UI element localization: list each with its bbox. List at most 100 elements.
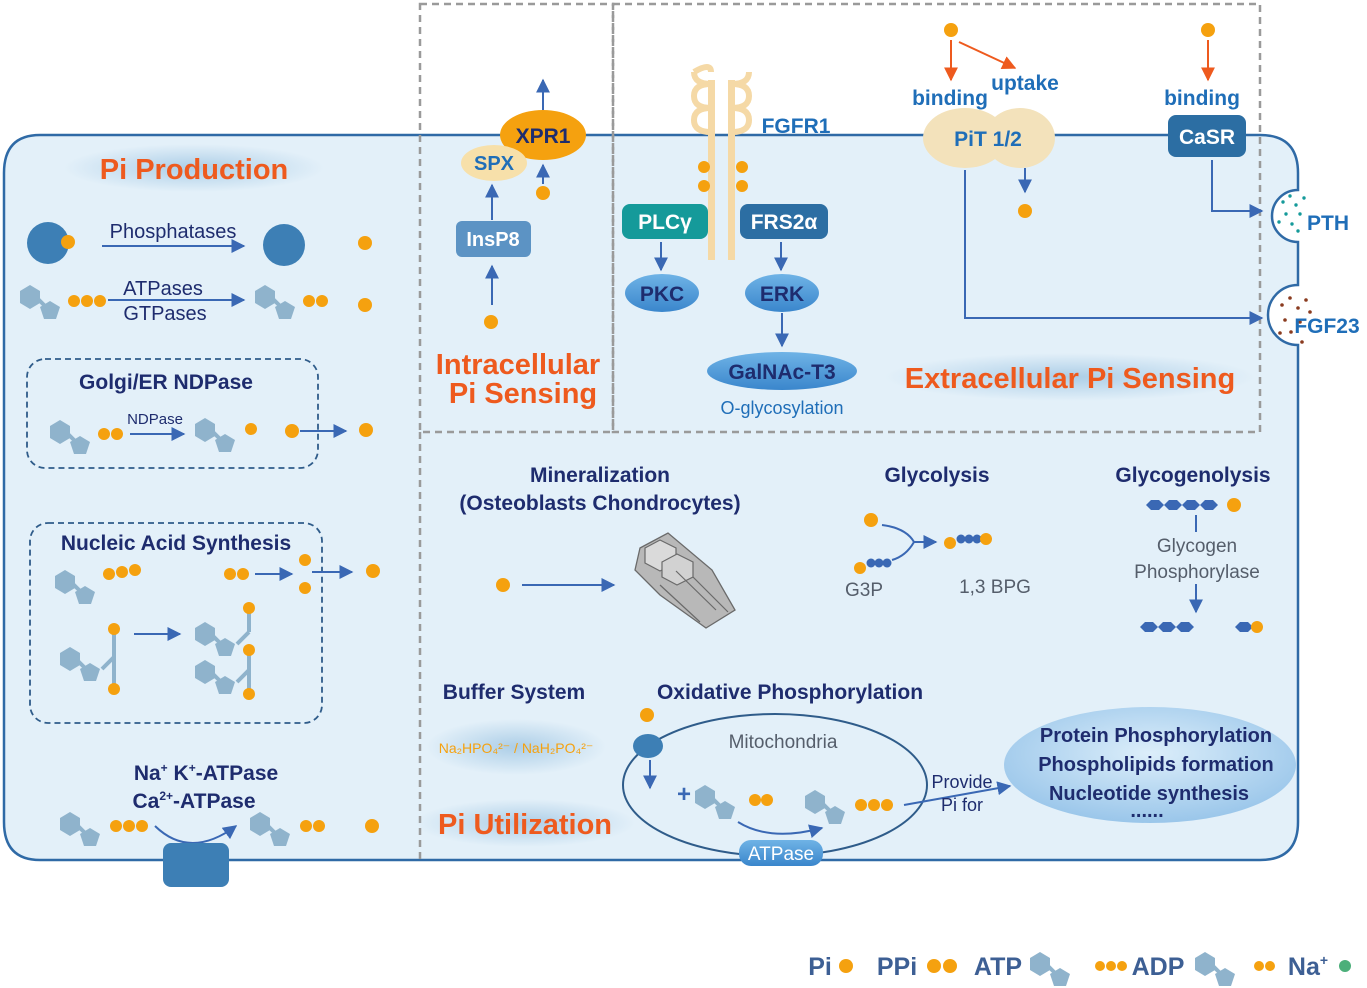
phosphoprotein-icon (27, 222, 69, 264)
atp-icon (18, 283, 106, 321)
legend-pi-icon (839, 959, 853, 973)
pi-icon (864, 513, 878, 527)
intracellular-box (418, 2, 615, 434)
pit-to-fgf23 (964, 170, 1264, 325)
erk-label: ERK (760, 283, 804, 306)
atpase-label-box (739, 840, 823, 866)
membrane-pump (163, 843, 229, 887)
production-title: Pi Production (100, 154, 289, 186)
buffer-glow (426, 719, 606, 775)
pi-icon (365, 819, 379, 833)
nucleic-title: Nucleic Acid Synthesis (61, 532, 291, 555)
mitochondria-label: Mitochondria (729, 732, 838, 753)
glycogen-short-chain-icon (1140, 622, 1194, 632)
pi-icon (484, 315, 498, 329)
provide-label-line2: Pi for (941, 795, 983, 815)
g3p-icon (854, 558, 892, 574)
gtpases-label: GTPases (123, 303, 206, 325)
pi-icon (285, 424, 299, 438)
pit-label: PiT 1/2 (954, 128, 1022, 151)
mineralization-cells-label: (Osteoblasts Chondrocytes) (459, 492, 740, 515)
glycogen-chain-icon (1146, 500, 1218, 510)
pi-uptake-arrow (958, 41, 1017, 70)
fgf23-granules (1278, 296, 1312, 344)
amp-icon (193, 416, 257, 454)
pi-icon (536, 186, 550, 200)
glycolysis-label: Glycolysis (884, 464, 989, 487)
galnac-label: GalNAc-T3 (728, 361, 835, 384)
glycogen-phosphorylase-line1: Glycogen (1157, 536, 1237, 557)
legend-ppi-icon (927, 959, 941, 973)
insp8-label: InsP8 (466, 229, 519, 251)
pit-left (923, 108, 1007, 168)
pkc-node (625, 274, 699, 312)
xpr1-label: XPR1 (516, 125, 571, 148)
legend-pi-label: Pi (808, 953, 832, 981)
pi-icon (1201, 23, 1215, 37)
adp-icon (48, 418, 123, 456)
binding-label-casr: binding (1164, 87, 1240, 110)
nucleotide-label: Nucleotide synthesis (1049, 783, 1249, 805)
pi-icon (358, 236, 372, 250)
intracellular-title-line1: Intracellular (436, 349, 600, 381)
pi-icon (944, 23, 958, 37)
fgf23-label: FGF23 (1294, 315, 1359, 338)
nucleic-box (29, 522, 323, 724)
xpr1-protein (500, 110, 586, 160)
atpase-label: ATPase (748, 844, 814, 865)
binding-label: binding (912, 87, 988, 110)
nucleotide-icon (58, 623, 120, 695)
pi-icon (698, 161, 710, 173)
pth-granules (1277, 194, 1306, 233)
plus-sign: + (677, 781, 691, 808)
nucleic-chain-icon (193, 602, 255, 658)
casr-to-pth (1211, 160, 1264, 218)
g3p-label: G3P (845, 580, 883, 601)
phospholipids-label: Phospholipids formation (1038, 754, 1274, 776)
extracellular-box (611, 2, 1262, 434)
ppi-icon (224, 568, 236, 580)
plcg-label: PLCγ (638, 211, 692, 234)
spx-label: SPX (474, 153, 515, 175)
ndpase-label: NDPase (127, 411, 183, 428)
bpg-icon (944, 533, 992, 549)
atp-synthesis-arrow (737, 821, 824, 839)
mineralization-label: Mineralization (530, 464, 670, 487)
production-title-glow (64, 144, 324, 192)
buffer-title: Buffer System (443, 681, 585, 704)
casr-box (1168, 115, 1246, 157)
utilization-title-glow (415, 799, 635, 847)
glycogenolysis-label: Glycogenolysis (1115, 464, 1270, 487)
pi-icon (366, 564, 380, 578)
pi-icon (736, 161, 748, 173)
insp8-box (456, 221, 531, 257)
galnac-node (707, 352, 857, 390)
atp-icon (58, 810, 148, 848)
nucleic-chain-icon (193, 644, 255, 700)
pi-icon (299, 582, 311, 594)
glycogen-phosphorylase-line2: Phosphorylase (1134, 562, 1260, 583)
uptake-label: uptake (991, 72, 1059, 95)
pi-icon (736, 180, 748, 192)
oxphos-title: Oxidative Phosphorylation (657, 681, 923, 704)
atp-icon (803, 788, 893, 826)
pkc-label: PKC (640, 283, 684, 306)
legend-adp-icon (1193, 950, 1275, 988)
pi-functions-ellipse (1004, 707, 1296, 823)
legend-ppi-label: PPi (877, 953, 917, 981)
pi-icon (1018, 204, 1032, 218)
pi-icon (496, 578, 510, 592)
provide-arrow (903, 781, 1012, 806)
extracellular-title: Extracellular Pi Sensing (905, 363, 1235, 395)
frs2a-label: FRS2α (751, 211, 818, 234)
legend-adp-label: ADP (1132, 953, 1185, 981)
legend-atp-label: ATP (974, 953, 1022, 981)
protein-icon (263, 224, 305, 266)
frs2a-box (740, 204, 828, 239)
pi-transporter (633, 734, 663, 758)
bpg-label: 1,3 BPG (959, 577, 1031, 598)
fgfr1-receptor (690, 64, 753, 260)
adp-icon (248, 810, 325, 848)
hydroxyapatite-crystal-icon (634, 532, 736, 629)
